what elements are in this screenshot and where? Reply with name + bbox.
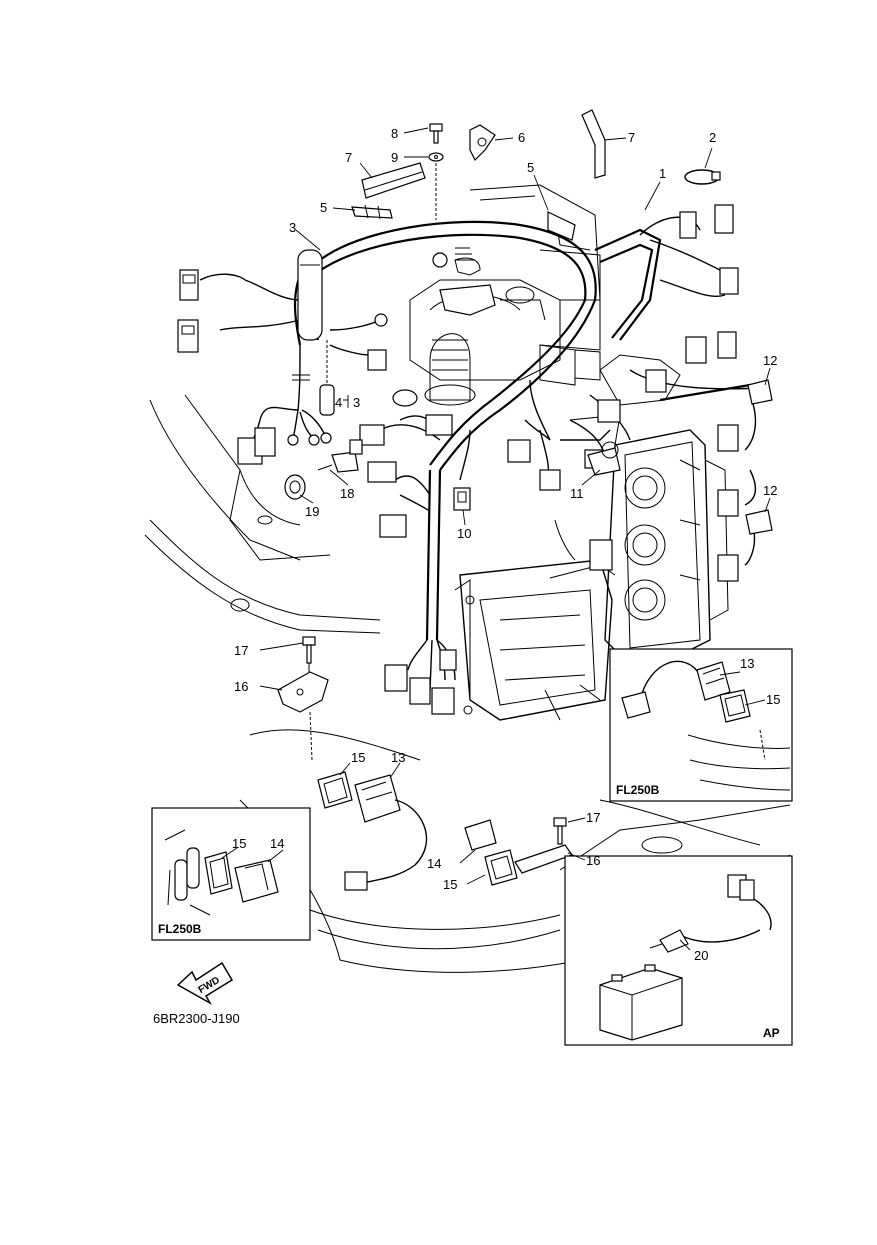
- wire-harness-main: [293, 184, 761, 691]
- part-4-grommet: [319, 340, 335, 416]
- callout-2: 2: [709, 130, 716, 145]
- callout-3: 3: [353, 395, 360, 410]
- callout-18: 18: [340, 486, 354, 501]
- inset-left-label: FL250B: [158, 922, 202, 936]
- callout-16: 16: [586, 853, 600, 868]
- part-15-seal-lower: [484, 849, 518, 886]
- part-16-holder-left: [277, 671, 329, 713]
- callout-1: 1: [659, 166, 666, 181]
- callout-20: 20: [694, 948, 708, 963]
- part-14-cap-center: [464, 819, 497, 851]
- part-19-grommet: [284, 474, 306, 500]
- part-17-bolt-right: [553, 817, 567, 845]
- callout-15: 15: [766, 692, 780, 707]
- callout-14: 14: [427, 856, 441, 871]
- callout-15: 15: [443, 877, 457, 892]
- part-18-sensor: [317, 439, 363, 473]
- callout-12: 12: [763, 483, 777, 498]
- leader-lines: [221, 127, 771, 951]
- connectors: [177, 204, 739, 715]
- part-16-holder-right: [514, 844, 573, 874]
- inset-right-top-label: FL250B: [616, 783, 660, 797]
- callout-9: 9: [391, 150, 398, 165]
- part-5-clamp-left: [351, 204, 393, 220]
- part-7-protector-left: [361, 162, 426, 199]
- inset-left-fl250b: [151, 807, 311, 941]
- callout-14: 14: [270, 836, 284, 851]
- callout-7: 7: [628, 130, 635, 145]
- callout-6: 6: [518, 130, 525, 145]
- callout-12: 12: [763, 353, 777, 368]
- callout-7: 7: [345, 150, 352, 165]
- part-12-clamp-lower: [745, 509, 773, 535]
- callout-15: 15: [351, 750, 365, 765]
- part-8-bolt: [429, 123, 443, 144]
- callout-4: 4: [335, 395, 342, 410]
- part-15-seal-center: [317, 771, 353, 809]
- callout-10: 10: [457, 526, 471, 541]
- callout-16: 16: [234, 679, 248, 694]
- part-5-clamp-right: [547, 211, 576, 241]
- callout-15: 15: [232, 836, 246, 851]
- part-6-clamp: [469, 124, 496, 162]
- part-2-cable-tie: [684, 169, 721, 185]
- part-13-connector-center: [344, 774, 428, 891]
- wire-harness-left: [199, 249, 381, 451]
- inset-bottom-right-ap: [564, 855, 793, 1046]
- callout-labels: 1 2 3 3 4 5 5 6 7 7 8 9 10 11 12 12 13 1…: [232, 126, 780, 963]
- callout-17: 17: [586, 810, 600, 825]
- callout-13: 13: [391, 750, 405, 765]
- callout-19: 19: [305, 504, 319, 519]
- part-10-clip: [453, 487, 471, 511]
- callout-8: 8: [391, 126, 398, 141]
- drawing-code: 6BR2300-J190: [153, 1011, 240, 1026]
- part-17-bolt-left: [302, 636, 316, 664]
- part-12-clamp-upper: [747, 379, 773, 405]
- inset-bottom-right-label: AP: [763, 1026, 780, 1040]
- callout-17: 17: [234, 643, 248, 658]
- part-9-washer: [428, 152, 444, 162]
- callout-3: 3: [289, 220, 296, 235]
- callout-5: 5: [527, 160, 534, 175]
- callout-5: 5: [320, 200, 327, 215]
- callout-13: 13: [740, 656, 754, 671]
- callout-11: 11: [570, 486, 584, 501]
- engine-block: [409, 247, 729, 721]
- inset-right-top-fl250b: [609, 648, 793, 802]
- forward-arrow: FWD: [176, 961, 234, 1005]
- assembly-line-16-cowling: [309, 711, 313, 761]
- part-7-protector-right: [581, 109, 606, 179]
- part-11-clamp: [587, 441, 621, 476]
